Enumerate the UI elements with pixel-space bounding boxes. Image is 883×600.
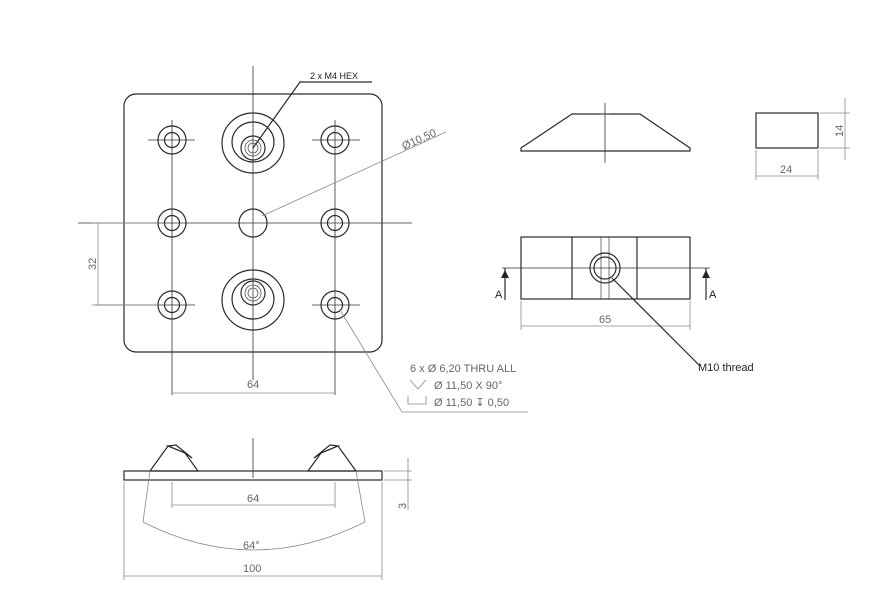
dim-24-label: 24 xyxy=(780,164,792,176)
hex-boss-top xyxy=(221,112,285,174)
section-label-right: A xyxy=(709,289,717,301)
nut-end-outline xyxy=(755,112,819,149)
nut-end-view: 14 24 xyxy=(755,98,850,180)
dia-leader xyxy=(261,131,447,217)
right-boss xyxy=(306,445,358,472)
left-boss-top xyxy=(165,444,193,459)
hex-callout-label: 2 x M4 HEX xyxy=(310,71,358,81)
hole-leader xyxy=(339,309,528,413)
angle-ext-r xyxy=(355,470,366,523)
countersunk-hole-top-right xyxy=(320,125,350,155)
thread-leader xyxy=(611,277,701,367)
counterbore-symbol xyxy=(407,396,427,405)
hex-boss-bottom xyxy=(221,269,285,331)
hole-callout-line1: 6 x Ø 6,20 THRU ALL xyxy=(410,363,516,375)
dim-14-label: 14 xyxy=(834,125,846,137)
section-arrowhead-left xyxy=(501,270,509,278)
dim-64-side-label: 64 xyxy=(247,493,259,505)
thread-callout-label: M10 thread xyxy=(698,362,754,374)
countersunk-hole-bottom-right xyxy=(320,290,350,320)
dim-64-label: 64 xyxy=(247,379,259,391)
hole-callout-line3: Ø 11,50 ↧ 0,50 xyxy=(434,397,509,409)
center-hole xyxy=(238,208,268,238)
dim-32-label: 32 xyxy=(87,258,99,270)
hex-leader xyxy=(252,81,372,149)
dim-65-label: 65 xyxy=(599,314,611,326)
right-boss-top xyxy=(313,444,341,459)
countersink-symbol xyxy=(409,379,427,390)
dim-3-label: 3 xyxy=(397,503,409,509)
front-view: 2 x M4 HEX Ø10,50 32 64 6 x Ø 6,20 THRU … xyxy=(78,66,528,413)
side-view: 64 64° 100 3 xyxy=(123,438,412,580)
dia-callout-label: Ø10,50 xyxy=(400,127,438,153)
angle-ext-l xyxy=(142,470,151,523)
hole-callout-line2: Ø 11,50 X 90° xyxy=(434,380,502,392)
nut-top-view xyxy=(520,103,691,163)
dim-angle-label: 64° xyxy=(243,540,260,552)
left-boss xyxy=(148,445,200,472)
countersunk-hole-top-left xyxy=(157,125,187,155)
section-label-left: A xyxy=(495,289,503,301)
nut-plan-view: A A 65 M10 thread xyxy=(495,236,754,374)
nut-profile xyxy=(520,113,691,152)
angle-arc xyxy=(142,521,366,551)
countersunk-hole-mid-right xyxy=(320,208,350,238)
section-arrowhead-right xyxy=(702,270,710,278)
dim-100-label: 100 xyxy=(243,563,261,575)
